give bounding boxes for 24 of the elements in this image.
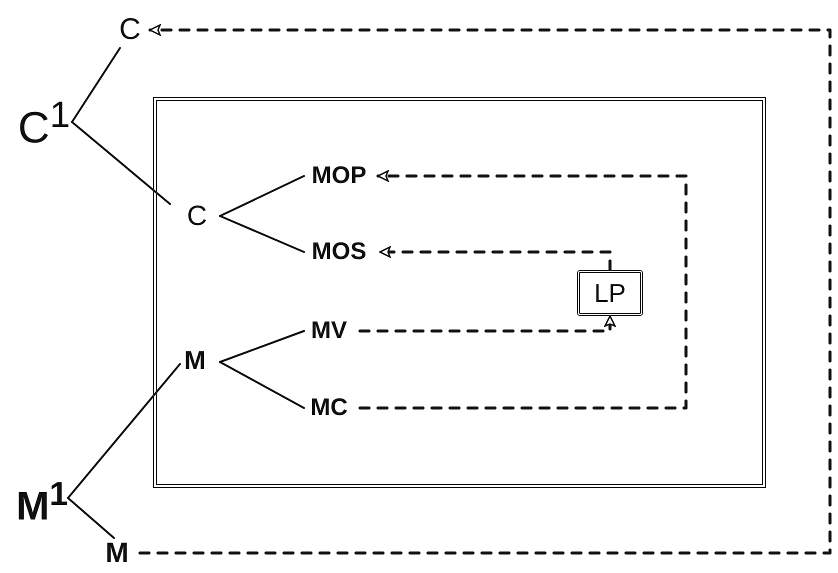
dashed-arrow xyxy=(138,24,832,554)
node-label: C$^{1}$ xyxy=(18,97,70,151)
node-label: M$^{1}$ xyxy=(16,478,68,526)
frame-box xyxy=(153,97,766,488)
branch-line xyxy=(219,330,305,363)
node-label: C xyxy=(119,15,141,45)
label-box: LP xyxy=(577,270,643,316)
node-label: MOS xyxy=(312,240,366,264)
branch-line xyxy=(67,497,115,539)
branch-line xyxy=(71,121,171,205)
branch-line xyxy=(219,175,305,217)
node-label: MC xyxy=(310,396,348,420)
node-label: MOP xyxy=(312,164,366,188)
branch-line xyxy=(71,47,121,123)
node-label: MV xyxy=(311,319,347,343)
dashed-arrow xyxy=(358,314,616,332)
dashed-arrow xyxy=(378,246,612,272)
node-label: C xyxy=(186,202,208,230)
branch-line xyxy=(219,215,305,253)
branch-line xyxy=(67,363,181,499)
branch-line xyxy=(219,361,305,409)
node-label: M xyxy=(105,539,129,567)
node-label: M xyxy=(184,347,206,373)
dashed-arrow xyxy=(358,170,688,410)
